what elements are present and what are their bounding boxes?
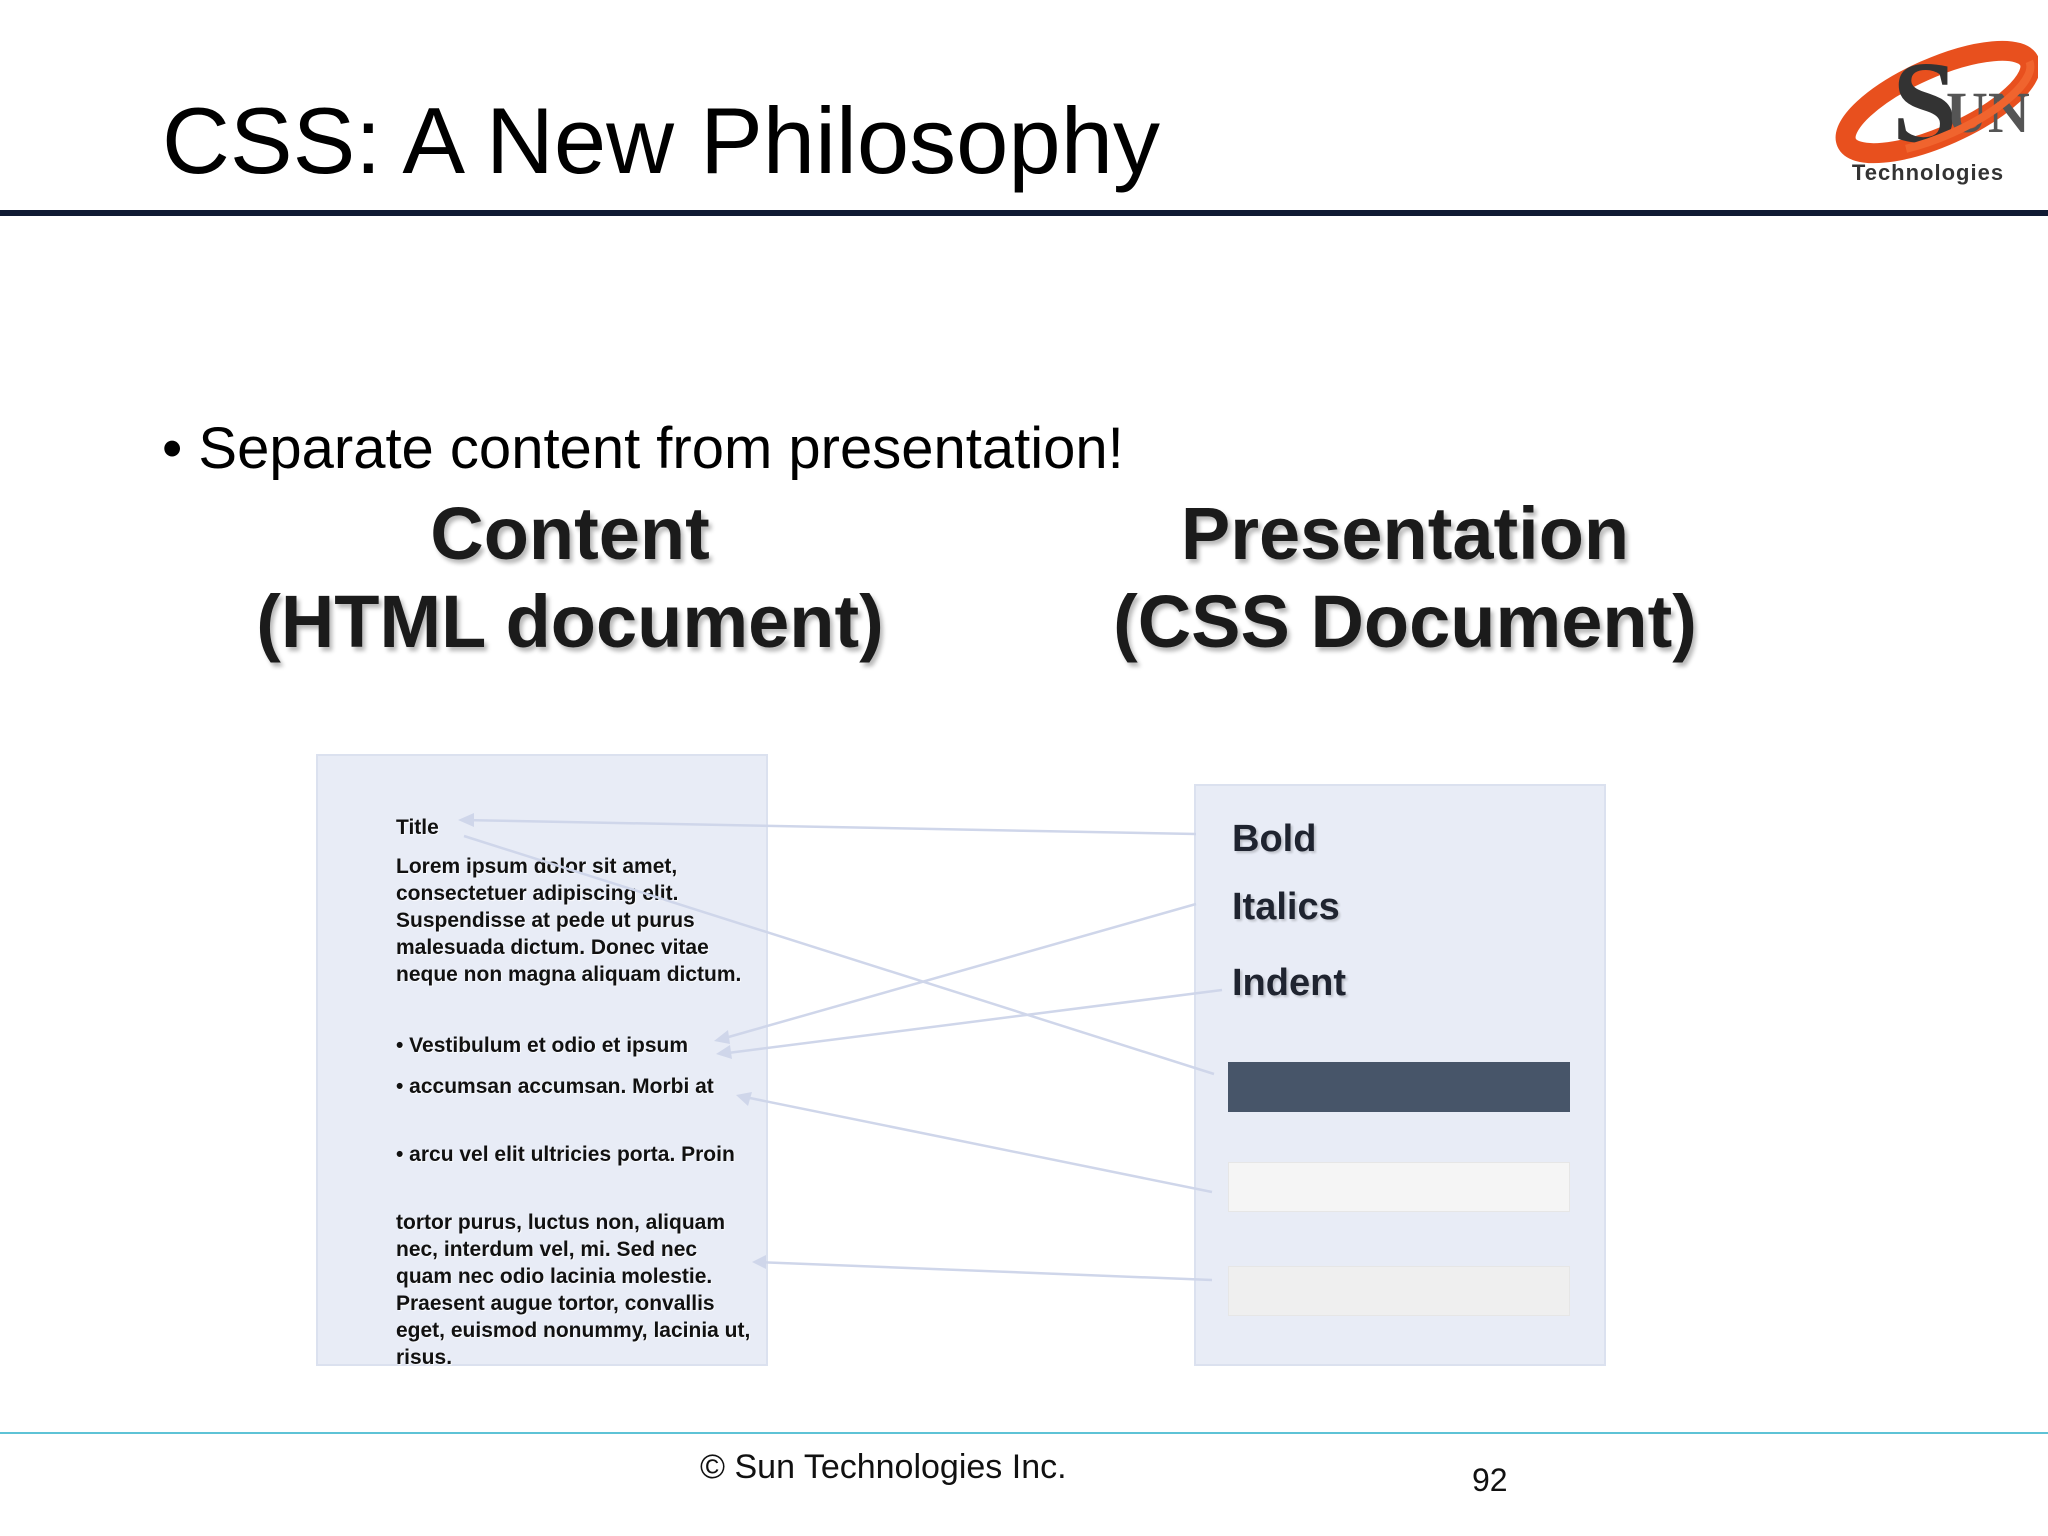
footer-divider bbox=[0, 1432, 2048, 1434]
doc-list-item-1: • Vestibulum et odio et ipsum bbox=[396, 1034, 689, 1057]
company-logo: S UN Technologies bbox=[1818, 24, 2041, 194]
doc-paragraph: Lorem ipsum dolor sit amet, consectetuer… bbox=[396, 855, 742, 986]
style-swatch-lighter bbox=[1228, 1266, 1570, 1316]
connector-closing-swatch bbox=[755, 1260, 1213, 1282]
main-bullet: • Separate content from presentation! bbox=[162, 416, 1124, 481]
connector-italics-list bbox=[717, 902, 1197, 1042]
logo-text: Technologies bbox=[1851, 160, 2005, 185]
header-divider bbox=[0, 210, 2048, 216]
connector-indent-list bbox=[719, 988, 1223, 1056]
slide-title: CSS: A New Philosophy bbox=[162, 88, 1160, 193]
style-indent-label: Indent bbox=[1232, 962, 1346, 1004]
content-heading-line2: (HTML document) bbox=[256, 580, 884, 663]
presentation-heading-line1: Presentation bbox=[1180, 492, 1630, 575]
sun-technologies-logo-icon: S UN bbox=[1835, 37, 2041, 168]
doc-list-item-3: • arcu vel elit ultricies porta. Proin bbox=[396, 1143, 735, 1166]
style-swatch-light bbox=[1228, 1162, 1570, 1212]
style-italics-label: Italics bbox=[1232, 886, 1340, 928]
doc-closing-paragraph: tortor purus, luctus non, aliquam nec, i… bbox=[396, 1211, 751, 1369]
content-heading: Content (HTML document) bbox=[240, 490, 900, 666]
content-heading-line1: Content bbox=[430, 492, 710, 575]
doc-title: Title bbox=[396, 816, 439, 839]
presentation-heading: Presentation (CSS Document) bbox=[1100, 490, 1710, 666]
style-swatch-dark bbox=[1228, 1062, 1570, 1112]
page-number: 92 bbox=[1472, 1462, 1508, 1498]
connector-list-swatch bbox=[739, 1094, 1213, 1194]
footer-copyright: © Sun Technologies Inc. bbox=[700, 1448, 1067, 1486]
presentation-heading-line2: (CSS Document) bbox=[1113, 580, 1697, 663]
style-bold-label: Bold bbox=[1232, 818, 1317, 860]
doc-list-item-2: • accumsan accumsan. Morbi at bbox=[396, 1075, 714, 1098]
